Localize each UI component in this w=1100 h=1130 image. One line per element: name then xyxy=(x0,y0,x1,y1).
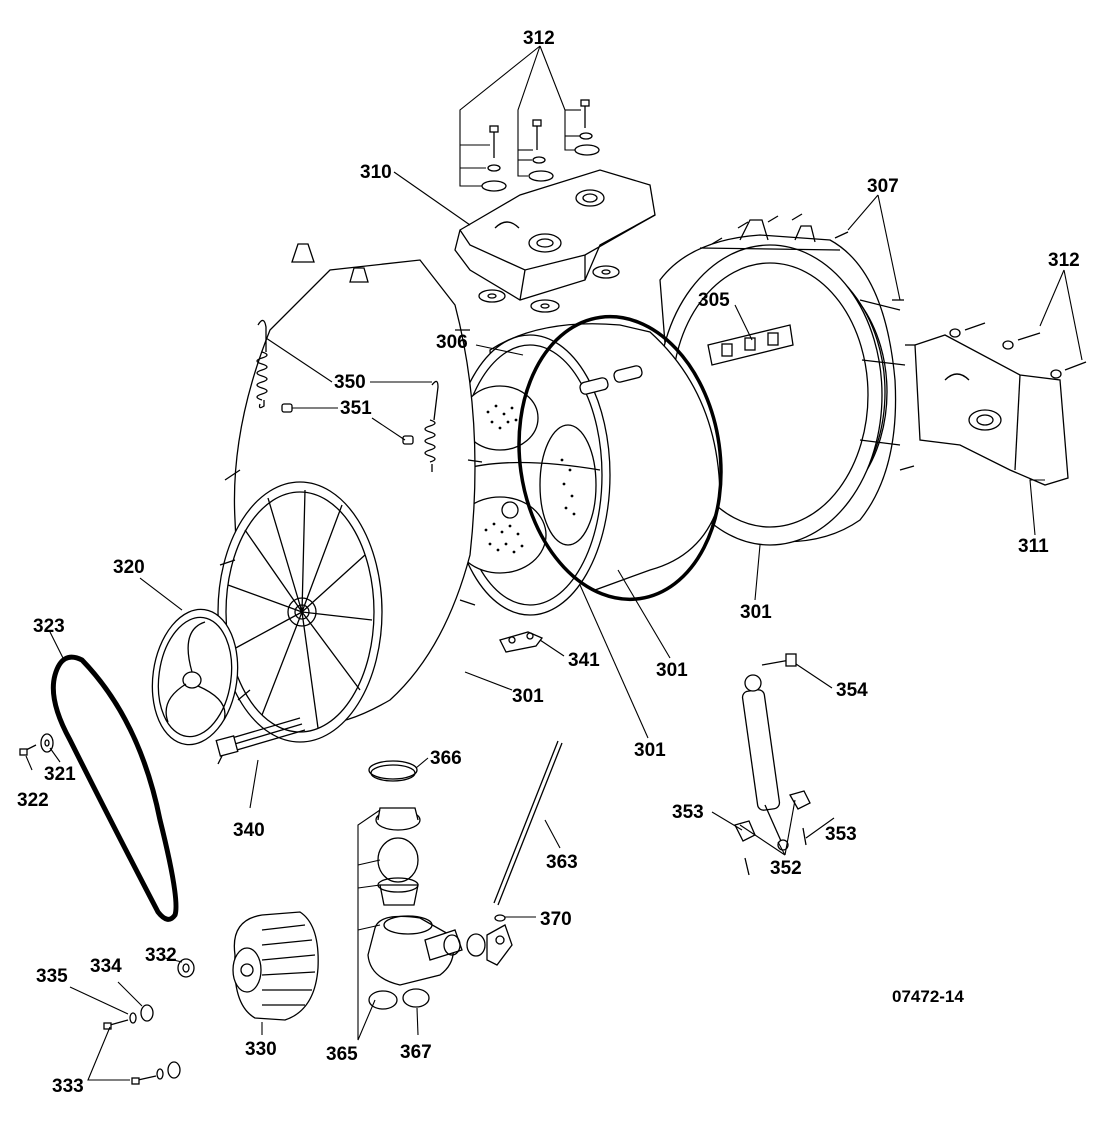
label-321: 321 xyxy=(44,764,76,785)
motor-330 xyxy=(232,911,319,1021)
heater-340 xyxy=(215,717,306,765)
label-333: 333 xyxy=(52,1076,84,1097)
rod-363 xyxy=(493,740,563,906)
label-312-top: 312 xyxy=(523,28,555,49)
label-301-rear: 301 xyxy=(740,602,772,623)
part-labels: 312 310 307 312 305 306 350 351 311 320 … xyxy=(17,28,1080,1097)
screw-322 xyxy=(19,744,37,756)
sensor-341 xyxy=(499,631,544,653)
springs-350 xyxy=(256,319,439,472)
sump-assembly-365 xyxy=(367,807,486,1010)
washers-310 xyxy=(478,265,620,313)
belt-323 xyxy=(50,654,179,922)
label-365: 365 xyxy=(326,1044,358,1065)
label-301-gasket: 301 xyxy=(634,740,666,761)
label-353-left: 353 xyxy=(672,802,704,823)
label-310: 310 xyxy=(360,162,392,183)
drum-perforations xyxy=(484,404,576,554)
screws-307 xyxy=(711,213,918,471)
label-330: 330 xyxy=(245,1039,277,1060)
label-307: 307 xyxy=(867,176,899,197)
label-306: 306 xyxy=(436,332,468,353)
label-367: 367 xyxy=(400,1042,432,1063)
clamp-366 xyxy=(368,760,418,782)
washer-334 xyxy=(140,1004,181,1079)
label-305: 305 xyxy=(698,290,730,311)
oring-370 xyxy=(494,914,506,922)
washer-335 xyxy=(129,1012,164,1080)
filter-cap xyxy=(486,924,513,966)
pin-354 xyxy=(761,653,797,667)
label-322: 322 xyxy=(17,790,49,811)
label-312-rear: 312 xyxy=(1048,250,1080,271)
label-334: 334 xyxy=(90,956,122,977)
front-tub-301 xyxy=(217,243,483,743)
drum-301 xyxy=(449,323,721,616)
bushing-332 xyxy=(177,958,195,978)
gasket-306 xyxy=(517,314,723,602)
label-351: 351 xyxy=(340,398,372,419)
label-352: 352 xyxy=(770,858,802,879)
label-320: 320 xyxy=(113,557,145,578)
bracket-305 xyxy=(707,324,794,366)
leader-lines xyxy=(25,45,1083,1081)
label-366: 366 xyxy=(430,748,462,769)
label-335: 335 xyxy=(36,966,68,987)
clamp-367 xyxy=(402,988,430,1008)
label-363: 363 xyxy=(546,852,578,873)
label-353-right: 353 xyxy=(825,824,857,845)
label-340: 340 xyxy=(233,820,265,841)
label-354: 354 xyxy=(836,680,868,701)
label-332: 332 xyxy=(145,945,177,966)
bolts-333 xyxy=(103,1019,157,1085)
shock-absorber-352 xyxy=(734,674,811,851)
label-323: 323 xyxy=(33,616,65,637)
label-350: 350 xyxy=(334,372,366,393)
drawing-code: 07472-14 xyxy=(892,987,964,1006)
washer-321 xyxy=(40,733,54,753)
label-301-front: 301 xyxy=(512,686,544,707)
label-301-drum: 301 xyxy=(656,660,688,681)
counterweight-rear-311 xyxy=(914,334,1069,486)
bolts-312-top xyxy=(481,99,600,192)
bolts-312-rear xyxy=(949,322,1087,379)
screws-353 xyxy=(744,827,807,876)
label-311: 311 xyxy=(1018,536,1049,557)
label-341: 341 xyxy=(568,650,600,671)
counterweight-top-310 xyxy=(454,169,656,301)
pulley-320 xyxy=(151,608,239,746)
label-370: 370 xyxy=(540,909,572,930)
